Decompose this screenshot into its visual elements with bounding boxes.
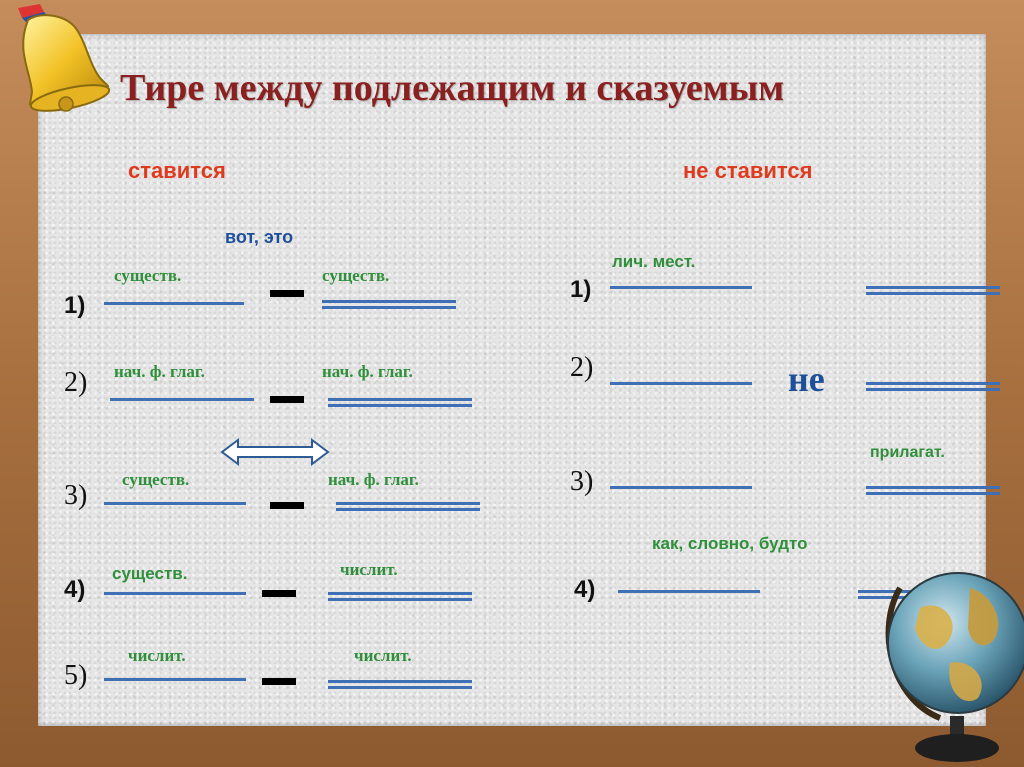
left-row-3-number: 3) xyxy=(64,480,88,511)
left-row-1-number: 1) xyxy=(64,292,86,319)
right-row-2-predicate-line xyxy=(866,382,1000,391)
right-row-2-number: 2) xyxy=(570,352,594,383)
left-row-2-predicate-label: нач. ф. глаг. xyxy=(322,362,413,381)
left-row-3-predicate-line xyxy=(336,502,480,511)
left-row-3-subject-label: существ. xyxy=(122,470,190,489)
left-row-3-dash xyxy=(270,502,304,509)
right-row-1-subject-line xyxy=(610,286,752,289)
bell-icon xyxy=(18,4,111,112)
left-row-5-subject-label: числит. xyxy=(128,646,186,665)
particle-ne: не xyxy=(788,359,825,399)
left-row-1-subject-label: существ. xyxy=(114,266,182,285)
right-row-3-number: 3) xyxy=(570,466,594,497)
left-row-5-number: 5) xyxy=(64,660,88,691)
page-title: Тире между подлежащим и сказуемым xyxy=(120,67,785,109)
left-row-5-predicate-label: числит. xyxy=(354,646,412,665)
right-row-4-label: как, словно, будто xyxy=(652,534,808,553)
left-row-4-predicate-line xyxy=(328,592,472,601)
double-arrow-icon xyxy=(220,438,330,466)
left-row-4-subject-line xyxy=(104,592,246,595)
left-row-5-dash xyxy=(262,678,296,685)
left-row-1-dash xyxy=(270,290,304,297)
right-row-4-subject-line xyxy=(618,590,760,593)
heading-ne-stavitsya: не ставится xyxy=(683,158,813,183)
left-row-4-dash xyxy=(262,590,296,597)
right-row-2-subject-line xyxy=(610,382,752,385)
left-row-1-predicate-label: существ. xyxy=(322,266,390,285)
left-row-1-subject-line xyxy=(104,302,244,305)
left-row-2-subject-line xyxy=(110,398,254,401)
left-row-3-predicate-label: нач. ф. глаг. xyxy=(328,470,419,489)
right-row-1-predicate-line xyxy=(866,286,1000,295)
heading-stavitsya: ставится xyxy=(128,158,226,183)
left-row-4-predicate-label: числит. xyxy=(340,560,398,579)
globe-icon xyxy=(885,572,1024,762)
chalkboard xyxy=(38,34,986,726)
right-row-3-predicate-label: прилагат. xyxy=(870,444,945,461)
right-row-1-subject-label: лич. мест. xyxy=(612,252,696,271)
right-row-3-subject-line xyxy=(610,486,752,489)
left-row-5-predicate-line xyxy=(328,680,472,689)
left-row-5-subject-line xyxy=(104,678,246,681)
left-row-4-number: 4) xyxy=(64,576,86,603)
left-row-2-predicate-line xyxy=(328,398,472,407)
note-vot-eto: вот, это xyxy=(225,227,294,247)
left-row-1-predicate-line xyxy=(322,300,456,309)
left-row-2-number: 2) xyxy=(64,367,88,398)
right-row-4-number: 4) xyxy=(574,576,596,603)
left-row-2-dash xyxy=(270,396,304,403)
right-row-3-predicate-line xyxy=(866,486,1000,495)
left-row-4-subject-label: существ. xyxy=(112,564,188,583)
right-row-1-number: 1) xyxy=(570,276,592,303)
left-row-3-subject-line xyxy=(104,502,246,505)
left-row-2-subject-label: нач. ф. глаг. xyxy=(114,362,205,381)
